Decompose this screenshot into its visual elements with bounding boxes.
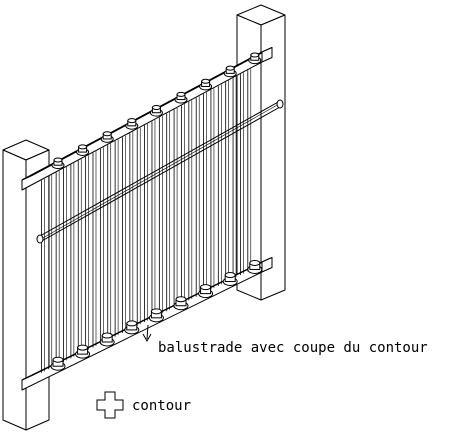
contour-legend-label: contour: [132, 398, 191, 414]
left-post-right-face: [25, 149, 50, 431]
bottom-bracket: [247, 259, 263, 274]
leader-line: [146, 324, 149, 340]
middle-handrail: [36, 99, 284, 244]
top-bracket-cap: [225, 65, 235, 71]
bottom-bracket-cap: [150, 308, 162, 315]
bottom-bracket-cap: [200, 284, 212, 291]
bottom-bracket: [50, 356, 66, 371]
posts: [2, 4, 286, 431]
handrail-center-line: [40, 103, 280, 240]
contour-legend-icon: [96, 391, 124, 419]
top-bracket: [174, 91, 188, 104]
top-bracket-cap: [250, 52, 260, 58]
top-bracket: [223, 65, 237, 78]
annotation: balustrade avec coupe du contour contour: [96, 324, 428, 419]
bottom-bracket-cap: [224, 272, 236, 279]
top-bracket: [51, 157, 65, 170]
handrail-top-edge: [39, 100, 281, 237]
top-bracket: [199, 78, 213, 91]
left-post: [2, 139, 50, 431]
top-rail-end: [261, 47, 273, 63]
top-bracket-cap: [201, 78, 211, 84]
bottom-bracket: [222, 272, 238, 287]
bottom-bracket-cap: [249, 259, 261, 266]
bottom-bracket: [173, 296, 189, 311]
right-post-right-face: [260, 14, 286, 301]
balusters: [41, 68, 252, 373]
leader-arrow: [142, 333, 152, 343]
bottom-bracket-cap: [52, 356, 64, 363]
top-bracket-cap: [127, 118, 137, 124]
bottom-bracket: [124, 320, 140, 335]
top-bracket: [248, 52, 262, 65]
top-bracket-cap: [53, 157, 63, 163]
top-bracket-cap: [102, 131, 112, 137]
top-bracket: [149, 105, 163, 117]
bottom-bracket: [75, 344, 91, 359]
handrail-end-right: [276, 99, 284, 109]
bracket-profiles: [50, 52, 263, 371]
handrail-bottom-edge: [39, 106, 281, 243]
handrail-end-left: [36, 234, 44, 244]
top-bracket: [76, 144, 90, 156]
bottom-bracket-cap: [126, 320, 138, 327]
bottom-bracket-cap: [175, 296, 187, 303]
bottom-bracket-cap: [101, 332, 113, 339]
top-bracket-cap: [78, 144, 88, 150]
top-bracket-cap: [151, 105, 161, 111]
top-bracket: [125, 118, 139, 130]
bottom-bracket-cap: [77, 344, 89, 351]
top-bracket-cap: [176, 91, 186, 97]
top-bracket: [100, 131, 114, 143]
right-post: [236, 4, 286, 301]
bottom-bracket: [99, 332, 115, 347]
balustrade-label: balustrade avec coupe du contour: [158, 340, 428, 356]
bottom-bracket: [198, 284, 214, 299]
bottom-bracket: [148, 308, 164, 323]
